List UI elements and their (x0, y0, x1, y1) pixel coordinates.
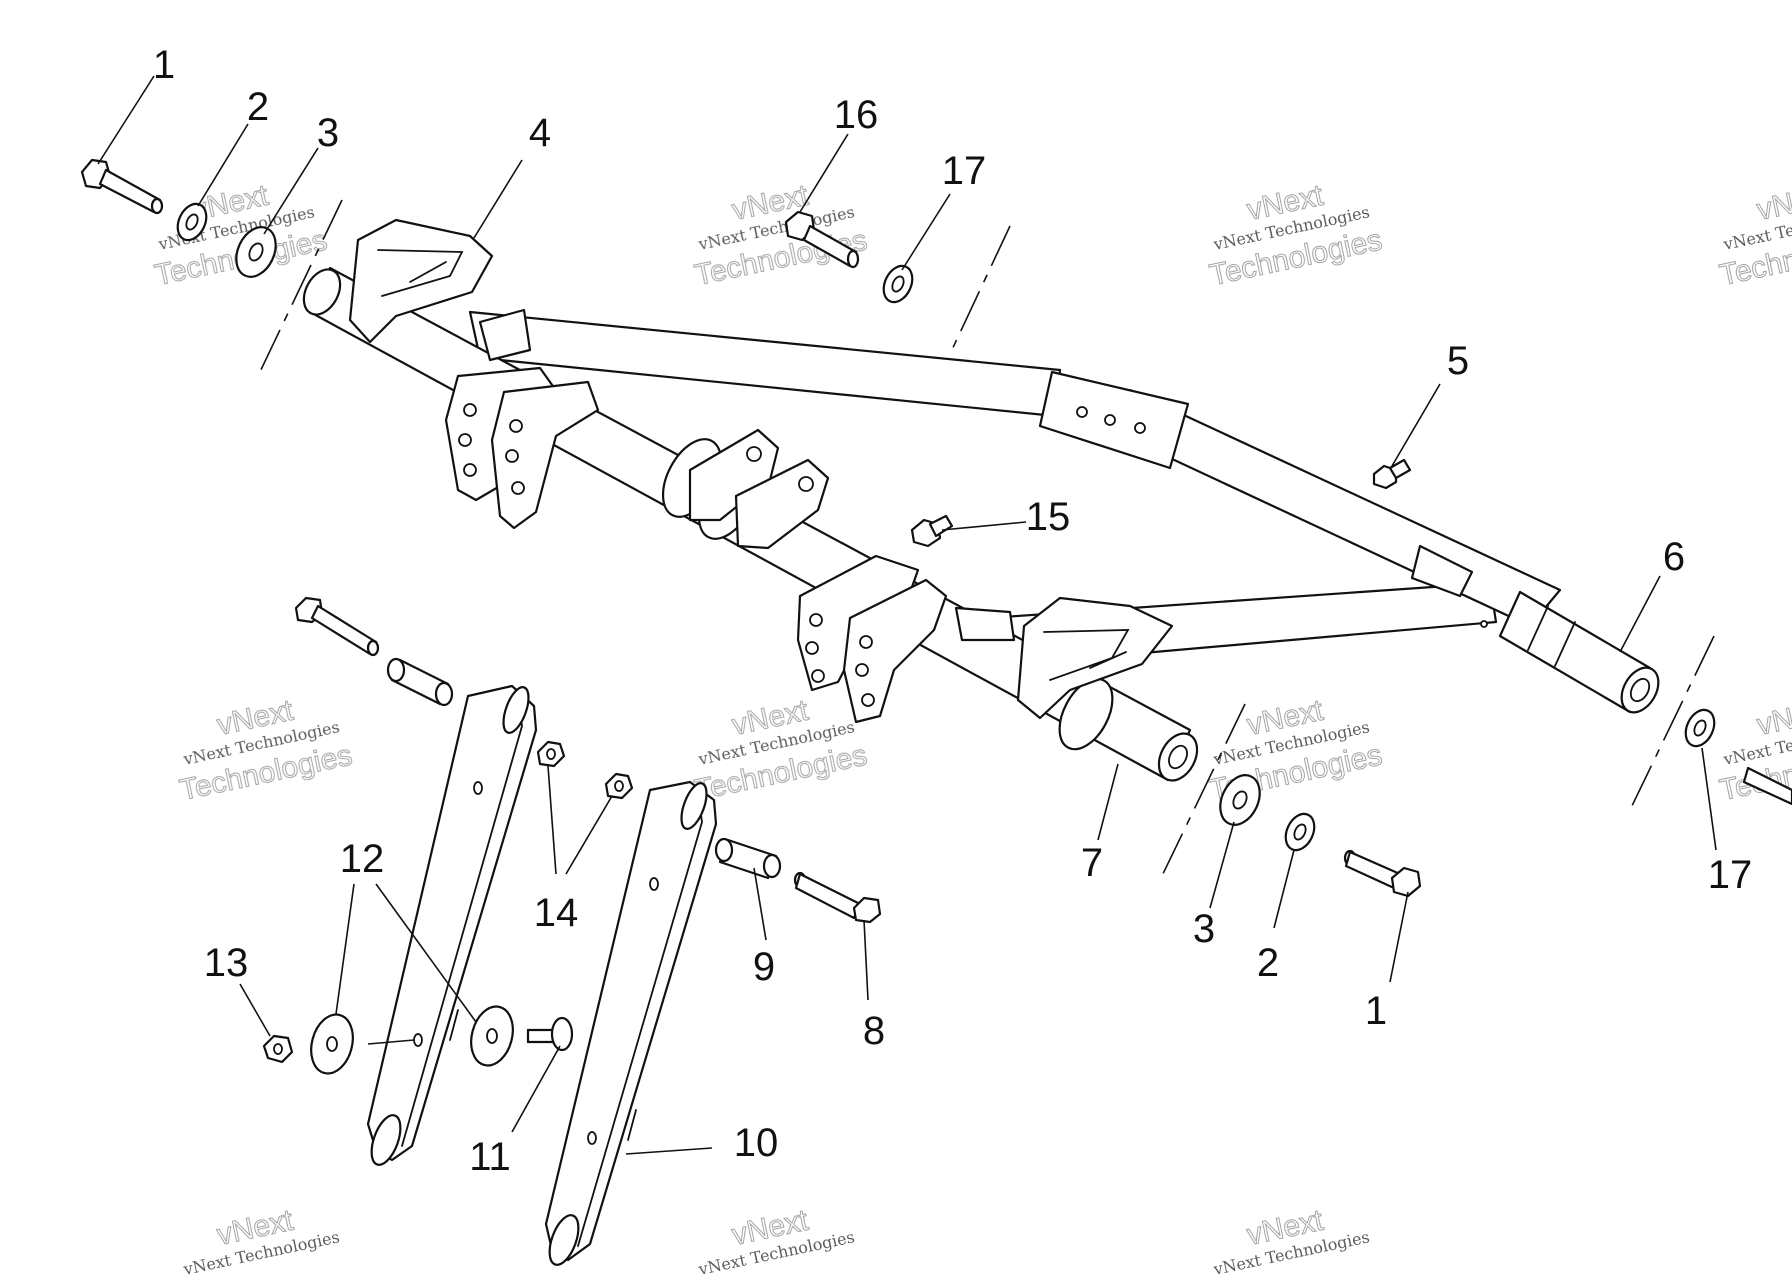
callout-1-right: 1 (1365, 989, 1387, 1033)
callout-1-left: 1 (153, 43, 175, 87)
alignment-lines (257, 199, 1715, 881)
nut-13 (262, 1034, 294, 1064)
callouts: 1 2 3 4 16 17 5 15 6 7 3 2 1 17 12 13 14… (153, 43, 1752, 1179)
link-left (366, 684, 538, 1166)
pin-line (367, 1039, 415, 1045)
spacer-top-link (386, 657, 454, 707)
callout-6: 6 (1663, 535, 1685, 579)
nut-14b (604, 772, 634, 800)
washer-17-right (1684, 708, 1716, 748)
right-bracket-b (842, 578, 948, 724)
collar (1058, 677, 1114, 751)
bolt-top-link (294, 596, 380, 657)
spring-hanger-right (1016, 596, 1174, 720)
svg-text:vNext: vNext (1754, 179, 1792, 227)
right-gusset (1410, 544, 1474, 598)
pivot-tube-bore (1629, 677, 1651, 703)
axle-frame (302, 218, 1660, 782)
spacer-9 (714, 837, 782, 880)
washer-17-top (882, 264, 914, 304)
washer-2-left (176, 202, 208, 242)
callout-17-top: 17 (942, 149, 987, 193)
callout-2-right: 2 (1257, 941, 1279, 985)
grease-hole (1480, 620, 1488, 628)
watermark: vNext vNext Technologies (1211, 1203, 1371, 1279)
watermark: vNext vNext Technologies Technologies (1716, 178, 1792, 293)
grease-fitting-5 (1372, 458, 1412, 490)
bolt-11 (526, 1016, 574, 1052)
watermark: vNext vNext Technologies Technologies (691, 693, 870, 808)
callout-8: 8 (863, 1009, 885, 1053)
callout-4: 4 (529, 111, 551, 155)
link-right (544, 780, 718, 1266)
washer-12a (310, 1013, 354, 1075)
hanger-web-left (478, 308, 532, 362)
leader-lines (97, 75, 1717, 1155)
svg-text:vNext: vNext (1754, 694, 1792, 742)
callout-11: 11 (469, 1135, 511, 1179)
washer-2-right (1284, 812, 1316, 852)
bolt-1-left (80, 158, 164, 215)
callout-7: 7 (1081, 841, 1103, 885)
callout-17-right: 17 (1708, 853, 1753, 897)
callout-9: 9 (753, 945, 775, 989)
watermark: vNext vNext Technologies Technologies (691, 178, 870, 293)
watermark: vNext vNext Technologies Technologies (151, 178, 330, 293)
callout-3-right: 3 (1193, 907, 1215, 951)
tube-end-left (302, 268, 342, 316)
callout-5: 5 (1447, 339, 1469, 383)
edge-bolt-stub (1742, 766, 1792, 806)
callout-2-left: 2 (247, 85, 269, 129)
bolt-1-right (1343, 849, 1422, 898)
watermark: vNext vNext Technologies Technologies (176, 693, 355, 808)
callout-13: 13 (204, 941, 249, 985)
callout-10: 10 (734, 1121, 779, 1165)
watermark: vNext vNext Technologies Technologies (1206, 178, 1385, 293)
nut-14a (536, 740, 566, 768)
washer-3-right (1219, 774, 1261, 826)
callout-15: 15 (1026, 495, 1071, 539)
watermark: vNext vNext Technologies (181, 1203, 341, 1279)
tube-bore (1168, 744, 1188, 770)
callout-16: 16 (834, 93, 879, 137)
bolt-8 (793, 871, 882, 924)
callout-14: 14 (534, 891, 579, 935)
bolt-16 (784, 210, 860, 269)
callout-12: 12 (340, 837, 385, 881)
washer-12b (470, 1005, 514, 1067)
grease-fitting-15 (910, 514, 954, 548)
watermark: vNext vNext Technologies Technologies (1206, 693, 1385, 808)
hanger-web-right (954, 606, 1016, 642)
callout-3-left: 3 (317, 111, 339, 155)
watermark: vNext vNext Technologies (696, 1203, 856, 1279)
